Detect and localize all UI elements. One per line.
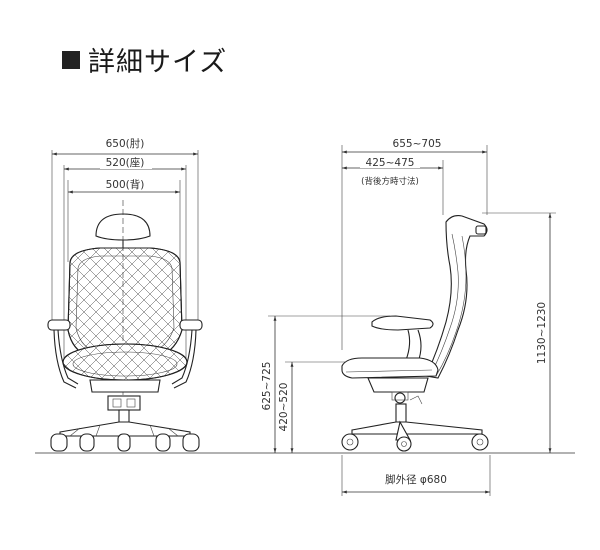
side-total-height-label: 1130~1230 <box>536 302 548 364</box>
front-casters <box>50 433 200 452</box>
side-casters <box>341 433 489 452</box>
side-mechanism <box>367 377 429 393</box>
side-seat-height-dim: 420~520 <box>278 361 345 453</box>
side-view: 655~705 425~475 (背後方時寸法) 1130~1230 625~7… <box>261 137 556 496</box>
side-gas-lift <box>395 403 407 425</box>
side-base <box>351 421 483 435</box>
side-seat-height-label: 420~520 <box>278 383 290 432</box>
front-arm-dim: 650(肘) <box>51 136 199 330</box>
page-title: 詳細サイズ <box>62 40 227 79</box>
side-base-diameter-label: 脚外径 φ680 <box>385 473 447 486</box>
side-depth-dim: 655~705 <box>341 137 488 350</box>
front-seat-width-label: 520(座) <box>106 156 145 169</box>
side-back-adjust-note: (背後方時寸法) <box>361 176 419 187</box>
front-view: 650(肘) 520(座) 500(背) <box>47 136 203 452</box>
front-back-dim: 500(背) <box>67 178 181 262</box>
front-arm-width-label: 650(肘) <box>106 137 145 150</box>
side-back-adjust-label: 425~475 <box>366 157 415 169</box>
side-depth-label: 655~705 <box>393 138 442 150</box>
side-headrest <box>475 225 487 235</box>
side-backrest <box>425 215 488 379</box>
square-bullet-icon <box>62 50 80 69</box>
side-armpad <box>371 315 434 331</box>
side-back-adjust-dim: 425~475 (背後方時寸法) <box>342 156 444 215</box>
front-back-width-label: 500(背) <box>106 178 145 191</box>
side-arm-height-label: 625~725 <box>261 362 273 411</box>
page-title-text: 詳細サイズ <box>88 47 228 78</box>
side-arm-height-dim: 625~725 <box>261 315 390 453</box>
front-left-armpad <box>47 319 71 331</box>
front-right-armpad <box>179 319 203 331</box>
side-base-dim: 脚外径 φ680 <box>341 455 491 496</box>
side-seat <box>341 357 439 379</box>
side-total-height-dim: 1130~1230 <box>482 212 556 453</box>
